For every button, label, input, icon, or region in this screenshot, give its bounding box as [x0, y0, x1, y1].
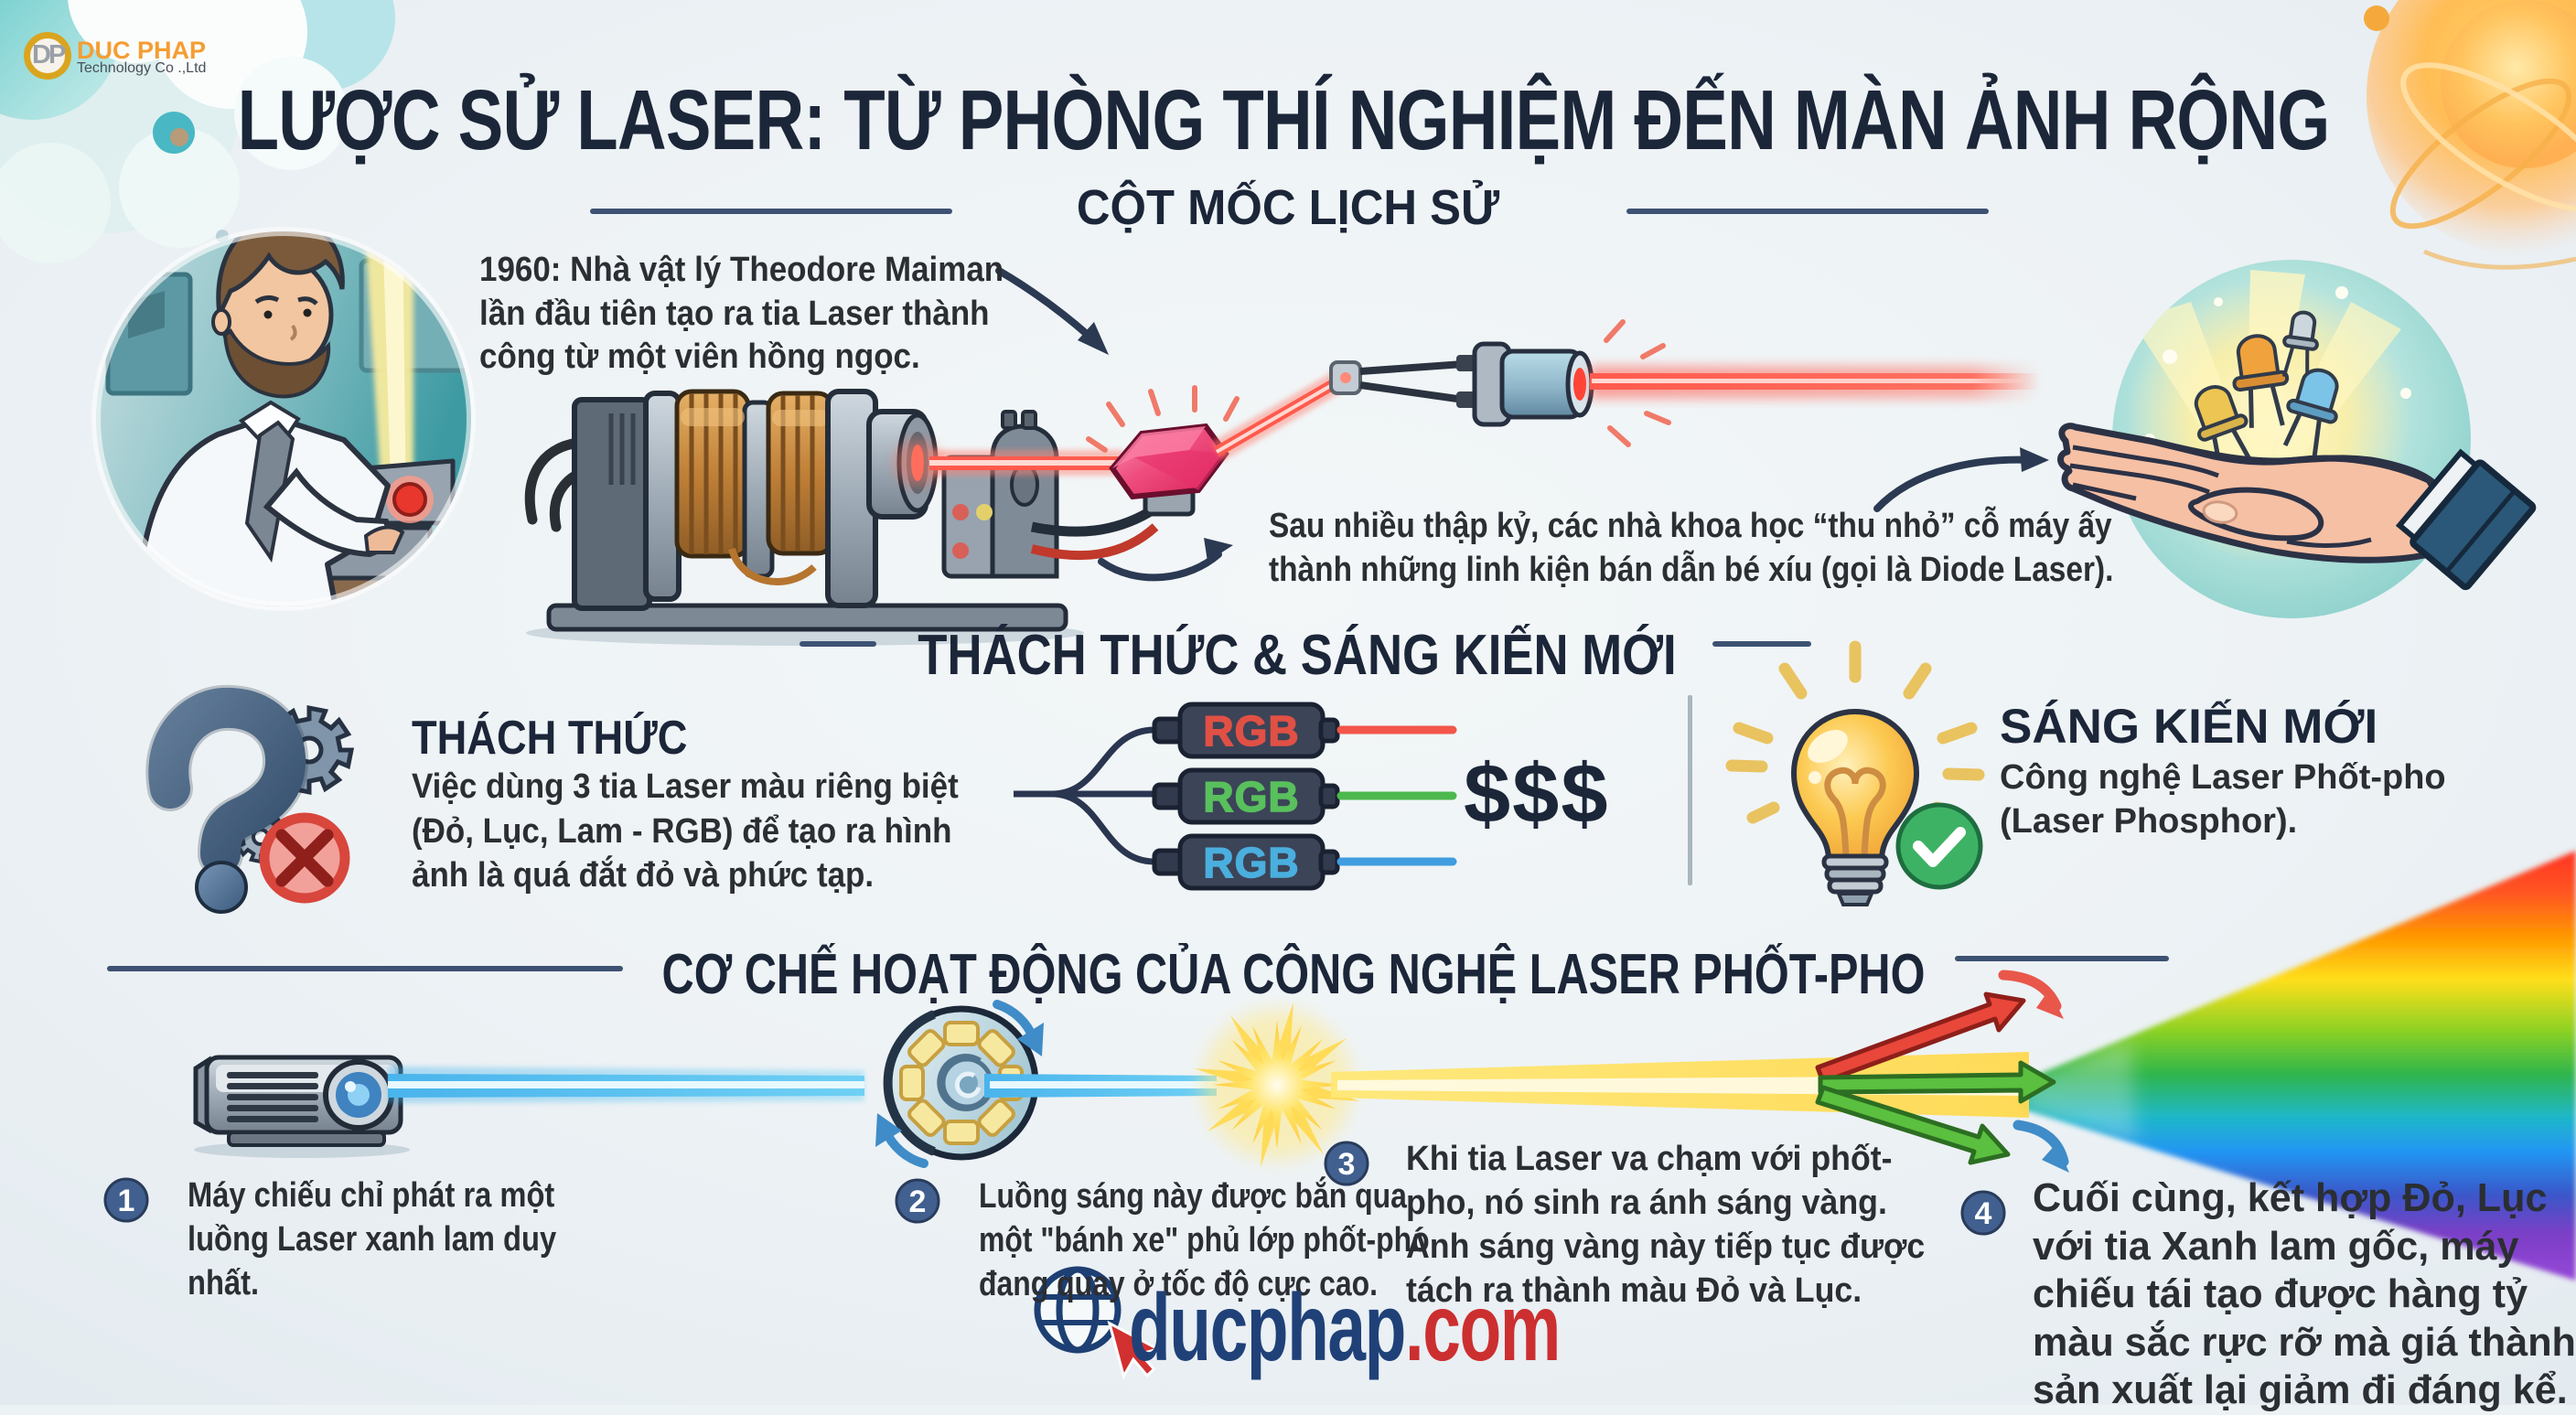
svg-text:RGB: RGB: [1203, 839, 1299, 886]
svg-text:1: 1: [118, 1184, 135, 1218]
svg-text:RGB: RGB: [1203, 707, 1299, 755]
svg-text:4: 4: [1975, 1196, 1992, 1231]
svg-text:2: 2: [909, 1185, 927, 1219]
svg-text:3: 3: [1338, 1147, 1356, 1182]
svg-text:RGB: RGB: [1203, 773, 1299, 820]
